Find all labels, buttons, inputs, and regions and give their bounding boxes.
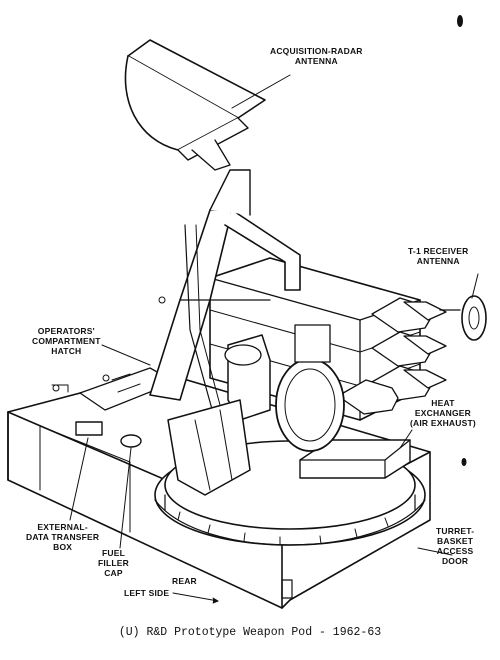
label-line: HEAT (431, 398, 455, 408)
operator-sight-head (167, 334, 271, 496)
label-rear: REAR (172, 576, 197, 586)
label-line: FUEL (101, 548, 125, 558)
optical-sight-dish (275, 324, 345, 452)
label-line: T-1 RECEIVER (408, 246, 469, 256)
label-turret-basket-access-door: TURRET- BASKET ACCESS DOOR (436, 526, 474, 566)
external-data-transfer-box (75, 421, 103, 436)
label-line: ACCESS (436, 546, 474, 556)
label-line: OPERATORS' (37, 326, 95, 336)
label-line: ANTENNA (416, 256, 460, 266)
label-line: BOX (53, 542, 73, 552)
label-line: ANTENNA (294, 56, 338, 66)
leader-lines (69, 74, 479, 604)
label-line: FILLER (98, 558, 129, 568)
label-line: COMPARTMENT (32, 336, 101, 346)
label-line: DATA TRANSFER (26, 532, 100, 542)
label-line: TURRET- (436, 526, 475, 536)
label-operators-compartment-hatch: OPERATORS' COMPARTMENT HATCH (32, 326, 101, 356)
label-t1-receiver-antenna: T-1 RECEIVER ANTENNA (408, 246, 469, 266)
label-fuel-filler-cap: FUEL FILLER CAP (98, 548, 129, 578)
figure-caption: (U) R&D Prototype Weapon Pod - 1962-63 (118, 626, 382, 639)
label-line: EXCHANGER (414, 408, 471, 418)
label-line: CAP (104, 568, 123, 578)
acquisition-radar-antenna (124, 39, 266, 171)
label-external-data-transfer-box: EXTERNAL- DATA TRANSFER BOX (26, 522, 99, 552)
label-acquisition-radar-antenna: ACQUISITION-RADAR ANTENNA (270, 46, 363, 66)
scan-specks (457, 15, 467, 466)
label-line: HATCH (51, 346, 82, 356)
radar-mast-frame (149, 169, 301, 421)
label-line: BASKET (437, 536, 474, 546)
label-line: EXTERNAL- (37, 522, 88, 532)
label-heat-exchanger: HEAT EXCHANGER (AIR EXHAUST) (410, 398, 476, 428)
label-left-side: LEFT SIDE (124, 588, 170, 598)
label-line: DOOR (441, 556, 469, 566)
t1-receiver-antenna (439, 295, 487, 341)
missile-noses (337, 297, 447, 415)
label-line: ACQUISITION-RADAR (270, 46, 363, 56)
fuel-filler-cap (120, 434, 142, 448)
label-line: (AIR EXHAUST) (410, 418, 476, 428)
